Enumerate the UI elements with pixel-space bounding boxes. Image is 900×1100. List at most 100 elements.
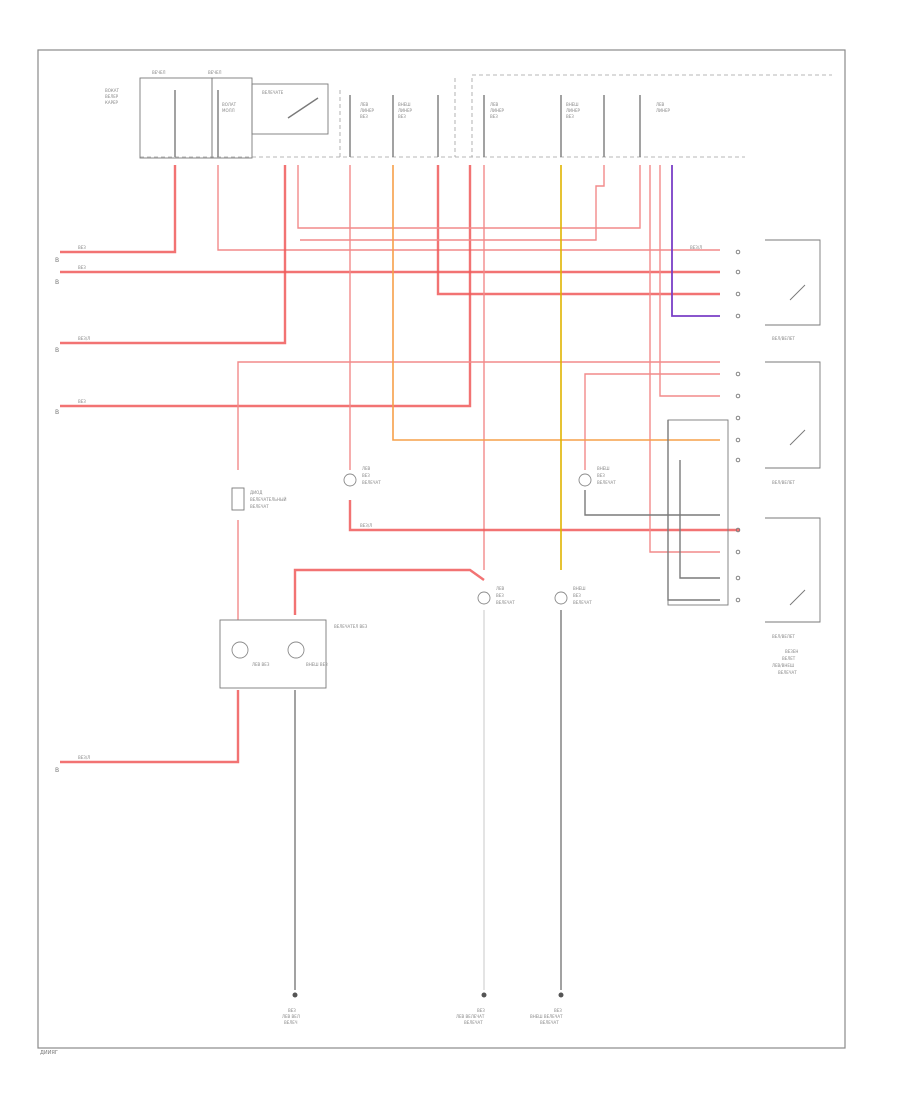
relay-3: ВЕЛ/ВЕЛЕТ [735, 517, 821, 639]
fuse-4-title: ВНЕШ [566, 102, 579, 107]
fuse-box-b-title: ВЕЧЕЛ [208, 70, 222, 75]
wire-j [584, 373, 720, 470]
wire-e [60, 165, 472, 408]
ground-2-symbol [481, 992, 487, 998]
relay-2-switch [789, 429, 806, 446]
wire-c [436, 165, 720, 296]
relay-1-outline [765, 239, 821, 326]
ground-3: ВЕЗ ВНЕШ ВЕЛЕЧАТ ВЕЛЕЧАТ [530, 992, 564, 1025]
fuse-5-title: ЛЕВ [656, 102, 665, 107]
fuse-box-a [139, 77, 213, 159]
instrument-gauge-right-label: ВНЕШ ВЕЗ [306, 662, 328, 667]
top-component-labels: ВЕЧЕЛ ВОКАТ ВЕЛЕР КАРЕР ВЕЧЕЛ ВОЛАТ МОЛЛ… [105, 70, 671, 119]
wire-m [348, 500, 740, 532]
fuse-3-title: ЛЕВ [490, 102, 499, 107]
switch-box [251, 83, 329, 135]
ground-2-line1: ВЕЗ [477, 1008, 485, 1013]
side-letter-2: B [55, 279, 59, 286]
fuse-1-line2: ВЕЗ [360, 114, 368, 119]
relay-3-outline [765, 517, 821, 623]
relay-2-contact-a [735, 371, 741, 377]
top-components [139, 77, 473, 159]
lamp-left-headlight: ЛЕВ ВЕЗ ВЕЛЕЧАТ [343, 466, 381, 487]
relay-1-contact-b [735, 269, 741, 275]
instrument-panel-box [219, 619, 327, 689]
lamp-right-low-line2: ВЕЗ [573, 593, 581, 598]
red-wires [60, 165, 740, 764]
relay-group-box [667, 419, 729, 606]
relay-2: ВЕЛ/ВЕЛЕТ [735, 361, 821, 485]
wire-label-2: ВЕЗ [78, 265, 86, 270]
wire-f [297, 165, 641, 229]
relay-1: ВЕЛ/ВЕЛЕТ [735, 239, 821, 341]
fuse-box-a-line1: ВОКАТ [105, 88, 119, 93]
lamp-right-low-line1: ВНЕШ [573, 586, 586, 591]
lamp-left-headlight-line2: ВЕЗ [362, 473, 370, 478]
lamp-left-low-line1: ЛЕВ [496, 586, 505, 591]
side-letter-3: B [55, 347, 59, 354]
lamp-right-low: ВНЕШ ВЕЗ ВЕЛЕЧАТ [554, 586, 592, 605]
lamp-right-headlight-line1: ВНЕШ [597, 466, 610, 471]
ground-3-line1: ВЕЗ [554, 1008, 562, 1013]
wire-p [649, 165, 720, 553]
gray-wire-relay-c [679, 460, 720, 579]
relay-3-contact-b [735, 549, 741, 555]
gray-wire-relay-a [584, 490, 720, 516]
instrument-panel: ВЕЛЕЧАТЕЛ ВЕЗ ЛЕВ ВЕЗ ВНЕШ ВЕЗ [219, 619, 368, 689]
fuse-5-line1: ЛИНЕР [656, 108, 671, 113]
relay-2-label: ВЕЛ/ВЕЛЕТ [772, 480, 795, 485]
diode-line3: ВЕЛЕЧАТ [250, 504, 269, 509]
ground-2-line2: ЛЕВ ВЕЛЕЧАТ [456, 1014, 485, 1019]
ground-1-symbol [292, 992, 298, 998]
lamp-right-headlight-line2: ВЕЗ [597, 473, 605, 478]
relay-1-label: ВЕЛ/ВЕЛЕТ [772, 336, 795, 341]
relay-2-contact-b [735, 393, 741, 399]
fuse-3-line1: ЛИНЕР [490, 108, 505, 113]
lamp-right-headlight-line3: ВЕЛЕЧАТ [597, 480, 616, 485]
side-letter-1: B [55, 257, 59, 264]
ground-3-symbol [558, 992, 564, 998]
lamp-left-headlight-line1: ЛЕВ [362, 466, 371, 471]
diode-line2: ВЕЛЕЧАТЕЛЬНЫЙ [250, 497, 287, 502]
wire-o [293, 568, 485, 615]
relay-1-contact-c [735, 291, 741, 297]
lamp-right-headlight-bulb [578, 473, 592, 487]
relay-2-contact-d [735, 437, 741, 443]
instrument-gauge-left-label: ЛЕВ ВЕЗ [252, 662, 270, 667]
ground-3-line2: ВНЕШ ВЕЛЕЧАТ [530, 1014, 563, 1019]
lamp-right-low-line3: ВЕЛЕЧАТ [573, 600, 592, 605]
wire-labels: ВЕЗ ВЕЗ ВЕЗ/Л ВЕЗ ВЕЗ/Л ВЕЗ/Л ВЕЗ/Л [78, 245, 702, 760]
lamp-left-headlight-bulb [343, 473, 357, 487]
wire-i [237, 361, 720, 470]
switch-arm [287, 97, 319, 119]
wire-a [60, 165, 177, 254]
relay-3-switch [789, 589, 806, 606]
relay-1-contact-d [735, 313, 741, 319]
wire-d [60, 165, 287, 345]
relay-3-contact-a [735, 527, 741, 533]
lamp-left-low-line2: ВЕЗ [496, 593, 504, 598]
fuse-2-line2: ВЕЗ [398, 114, 406, 119]
lamp-left-headlight-line3: ВЕЛЕЧАТ [362, 480, 381, 485]
diode-line1: ДИОД [250, 490, 262, 495]
ground-1-line3: ВЕЛЕЧ [284, 1020, 298, 1025]
right-note-line3: ЛЕВ/ВНЕШ [772, 663, 794, 668]
side-letter-4: B [55, 409, 59, 416]
gray-wires [294, 420, 720, 990]
lamp-left-low-bulb [477, 591, 491, 605]
wire-label-5: ВЕЗ/Л [78, 755, 90, 760]
right-note: ВЕЗЕН ВЕЛЕТ ЛЕВ/ВНЕШ ВЕЛЕЧАТ [772, 649, 798, 675]
wire-label-7: ВЕЗ/Л [690, 245, 702, 250]
wire-q [60, 690, 240, 764]
relay-2-contact-c [735, 415, 741, 421]
side-letters: B B B B B [55, 257, 59, 774]
instrument-gauge-left [231, 641, 249, 659]
fuse-2-title: ВНЕШ [398, 102, 411, 107]
fuse-box-b-line2: МОЛЛ [222, 108, 235, 113]
wire-label-1: ВЕЗ [78, 245, 86, 250]
wire-b2 [217, 165, 720, 251]
orange-wire [392, 165, 720, 441]
lamp-left-low: ЛЕВ ВЕЗ ВЕЛЕЧАТ [477, 586, 515, 605]
side-letter-5: B [55, 767, 59, 774]
